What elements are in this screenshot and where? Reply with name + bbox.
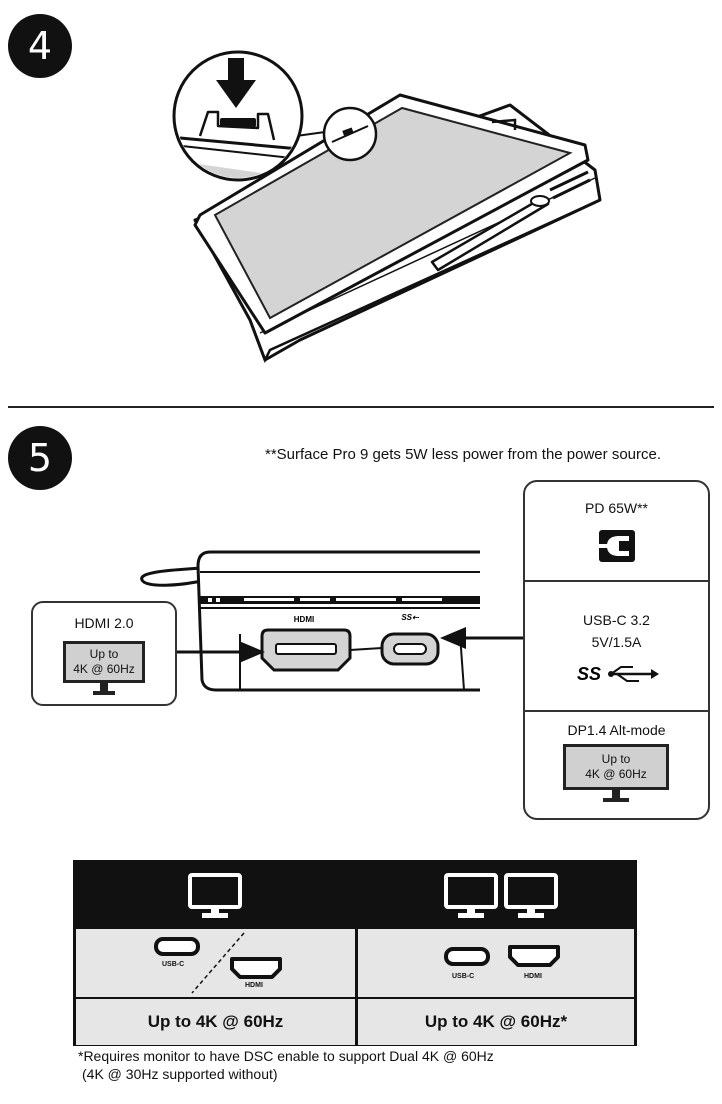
- usb-c-port-icon: [444, 947, 490, 966]
- step-5-badge: 5: [8, 426, 72, 490]
- usbc-capabilities-panel: PD 65W** USB-C 3.2 5V/1.5A SS DP1.4 Alt-…: [523, 480, 710, 820]
- monitor-stand-icon: [603, 790, 629, 802]
- dual-monitor-icon: [444, 873, 558, 918]
- usb-speed-label: USB-C 3.2: [583, 612, 650, 628]
- monitor-icon: [188, 873, 242, 918]
- superspeed-usb-icon: SS: [577, 664, 659, 684]
- hdmi-arrow-icon: [177, 641, 265, 663]
- footnote-line1: *Requires monitor to have DSC enable to …: [78, 1048, 494, 1064]
- dock-hdmi-label: HDMI: [294, 615, 314, 624]
- step-4-number: 4: [27, 24, 53, 68]
- hdmi-monitor-line2: 4K @ 60Hz: [73, 662, 135, 676]
- tablet-docking-illustration: [172, 50, 602, 364]
- usbc-arrow-icon: [440, 627, 526, 649]
- footnote: *Requires monitor to have DSC enable to …: [78, 1047, 494, 1083]
- dual-usbc-label: USB-C: [452, 973, 475, 980]
- hdmi-monitor-screen: Up to 4K @ 60Hz: [63, 641, 145, 683]
- single-usbc-label: USB-C: [162, 961, 185, 968]
- dual-hdmi-label: HDMI: [524, 973, 542, 980]
- or-separator: [191, 932, 245, 994]
- dp-monitor-line1: Up to: [601, 752, 631, 766]
- single-hdmi-label: HDMI: [245, 982, 263, 989]
- step-4-badge: 4: [8, 14, 72, 78]
- step-5-number: 5: [27, 436, 53, 480]
- single-monitor-result: Up to 4K @ 60Hz: [76, 997, 355, 1045]
- hdmi-port-icon: [508, 945, 560, 967]
- dual-monitor-ports: USB-C HDMI: [358, 929, 634, 997]
- dual-monitor-result: Up to 4K @ 60Hz*: [358, 997, 634, 1045]
- single-monitor-ports: USB-C HDMI: [76, 929, 355, 997]
- section-divider: [8, 406, 714, 408]
- ss-usb-icon: SS⇠: [401, 613, 420, 622]
- dp-alt-mode-label: DP1.4 Alt-mode: [567, 722, 666, 738]
- dp-monitor-screen: Up to 4K @ 60Hz: [563, 744, 669, 790]
- dual-monitor-header: [358, 863, 634, 929]
- display-config-table: USB-C HDMI USB-C HDMI Up to 4K @ 60Hz Up…: [73, 860, 637, 1046]
- hdmi-output-box: HDMI 2.0 Up to 4K @ 60Hz: [31, 601, 177, 706]
- dp-monitor-line2: 4K @ 60Hz: [585, 767, 647, 781]
- footnote-line2: (4K @ 30Hz supported without): [82, 1066, 278, 1082]
- svg-text:SS: SS: [577, 664, 601, 684]
- dock-rear-illustration: HDMI SS⇠: [140, 550, 480, 692]
- pd-label: PD 65W**: [584, 500, 649, 516]
- usb-power-label: 5V/1.5A: [591, 634, 642, 650]
- usb-c-port-icon: [154, 937, 200, 956]
- hdmi-port-icon: [230, 957, 282, 979]
- monitor-stand-icon: [93, 683, 115, 695]
- power-note: **Surface Pro 9 gets 5W less power from …: [265, 446, 662, 463]
- single-monitor-header: [76, 863, 355, 929]
- down-arrow-icon: [216, 58, 256, 108]
- hdmi-monitor-line1: Up to: [89, 647, 119, 661]
- hdmi-output-label: HDMI 2.0: [74, 615, 134, 631]
- power-plug-icon: [599, 530, 635, 562]
